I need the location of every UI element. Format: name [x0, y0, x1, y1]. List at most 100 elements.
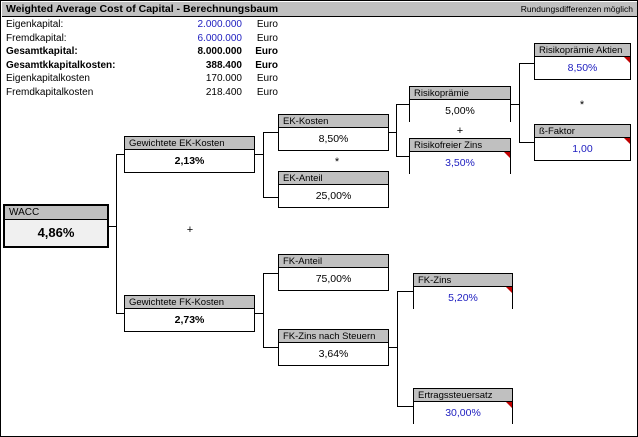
- node-fk-anteil-header: FK-Anteil: [279, 255, 388, 268]
- connector-fkzinsnst-stub: [389, 347, 398, 348]
- node-fk-zins-nach-steuern-value: 3,64%: [279, 343, 388, 365]
- node-beta-faktor-value: 1,00: [535, 138, 630, 160]
- node-gewichtete-ek-kosten-value: 2,13%: [125, 150, 254, 172]
- row-unit: Euro: [256, 19, 278, 30]
- connector-rp-to-aktien: [519, 63, 535, 64]
- row-label: Eigenkapitalkosten: [6, 73, 90, 85]
- node-ertragssteuersatz[interactable]: Ertragssteuersatz 30,00%: [413, 388, 513, 424]
- connector-gewek-trunk: [263, 132, 264, 198]
- capital-summary-list: Eigenkapital: 2.000.000 Euro Fremdkapita…: [6, 19, 286, 101]
- node-fk-zins-nach-steuern-header: FK-Zins nach Steuern: [279, 330, 388, 343]
- connector-ekkosten-to-rfz: [396, 156, 410, 157]
- comment-marker-icon: [624, 57, 630, 63]
- node-ek-anteil-value: 25,00%: [279, 185, 388, 207]
- node-wacc-value: 4,86%: [5, 220, 107, 246]
- row-label: Gesamtkapital:: [6, 46, 78, 58]
- node-risikopraemie[interactable]: Risikoprämie 5,00%: [409, 86, 511, 122]
- summary-row-eigenkapitalkosten: Eigenkapitalkosten 170.000 Euro: [6, 73, 286, 87]
- row-label: Gesamtkkapitalkosten:: [6, 59, 116, 71]
- connector-gewfk-stub: [255, 313, 264, 314]
- node-ek-kosten-header: EK-Kosten: [279, 115, 388, 128]
- operator-wacc-plus: +: [186, 224, 194, 236]
- comment-marker-icon: [624, 138, 630, 144]
- row-value: 8.000.000: [197, 46, 243, 58]
- node-gewichtete-fk-kosten-header: Gewichtete FK-Kosten: [125, 296, 254, 309]
- connector-ekkosten-trunk: [396, 104, 397, 156]
- connector-gewfk-to-fkanteil: [263, 273, 279, 274]
- node-risikopraemie-aktien-header: Risikoprämie Aktien: [535, 44, 630, 57]
- connector-rp-trunk: [519, 63, 520, 143]
- node-risikofreier-zins-value: 3,50%: [410, 152, 510, 174]
- node-risikopraemie-value: 5,00%: [410, 100, 510, 122]
- node-gewichtete-fk-kosten[interactable]: Gewichtete FK-Kosten 2,73%: [124, 295, 255, 332]
- connector-ekkosten-stub: [389, 132, 397, 133]
- node-wacc[interactable]: WACC 4,86%: [3, 204, 109, 248]
- rounding-note: Rundungsdifferenzen möglich: [520, 4, 633, 14]
- page-title: Weighted Average Cost of Capital - Berec…: [6, 3, 279, 15]
- connector-gewfk-to-fkzinsnst: [263, 347, 279, 348]
- title-bar: Weighted Average Cost of Capital - Berec…: [2, 2, 637, 17]
- node-wacc-header: WACC: [5, 206, 107, 220]
- node-risikopraemie-header: Risikoprämie: [410, 87, 510, 100]
- node-risikofreier-zins-header: Risikofreier Zins: [410, 139, 510, 152]
- row-unit: Euro: [256, 86, 278, 98]
- row-value: 170.000: [205, 73, 242, 85]
- connector-wacc-stub: [109, 226, 117, 227]
- comment-marker-icon: [506, 287, 512, 293]
- node-risikofreier-zins[interactable]: Risikofreier Zins 3,50%: [409, 138, 511, 174]
- connector-gewfk-trunk: [263, 273, 264, 348]
- summary-row-gesamtkapital: Gesamtkapital: 8.000.000 Euro: [6, 46, 286, 60]
- node-gewichtete-ek-kosten-header: Gewichtete EK-Kosten: [125, 137, 254, 150]
- node-gewichtete-fk-kosten-value: 2,73%: [125, 309, 254, 331]
- row-label: Eigenkapital:: [6, 19, 64, 30]
- comment-marker-icon: [506, 402, 512, 408]
- row-label: Fremdkapital:: [6, 32, 67, 44]
- connector-wacc-trunk: [116, 154, 117, 314]
- operator-ek-multiply: *: [334, 156, 340, 168]
- node-ek-anteil-header: EK-Anteil: [279, 172, 388, 185]
- connector-fkzinsnst-trunk: [397, 291, 398, 407]
- row-value: 2.000.000: [197, 19, 243, 30]
- connector-wacc-to-gewek: [116, 154, 125, 155]
- summary-row-fremdkapitalkosten: Fremdkapitalkosten 218.400 Euro: [6, 87, 286, 101]
- connector-gewek-to-ekkosten: [263, 132, 279, 133]
- summary-row-gesamtkapitalkosten: Gesamtkkapitalkosten: 388.400 Euro: [6, 60, 286, 74]
- connector-ekkosten-to-rp: [396, 104, 410, 105]
- node-fk-zins-header: FK-Zins: [414, 274, 512, 287]
- row-unit: Euro: [255, 46, 278, 58]
- comment-marker-icon: [504, 152, 510, 158]
- connector-gewek-stub: [255, 154, 264, 155]
- connector-rp-stub: [511, 104, 520, 105]
- node-ek-kosten-value: 8,50%: [279, 128, 388, 150]
- row-value: 218.400: [205, 86, 242, 98]
- summary-row-eigenkapital: Eigenkapital: 2.000.000 Euro: [6, 19, 286, 33]
- row-value: 388.400: [205, 59, 242, 71]
- node-gewichtete-ek-kosten[interactable]: Gewichtete EK-Kosten 2,13%: [124, 136, 255, 173]
- node-ertragssteuersatz-header: Ertragssteuersatz: [414, 389, 512, 402]
- node-fk-anteil[interactable]: FK-Anteil 75,00%: [278, 254, 389, 291]
- node-fk-zins-nach-steuern[interactable]: FK-Zins nach Steuern 3,64%: [278, 329, 389, 366]
- connector-fkzinsnst-to-fkzins: [397, 291, 414, 292]
- node-fk-zins[interactable]: FK-Zins 5,20%: [413, 273, 513, 309]
- operator-aktien-multiply: *: [579, 99, 585, 111]
- operator-rp-plus: +: [456, 125, 464, 137]
- node-ek-anteil[interactable]: EK-Anteil 25,00%: [278, 171, 389, 208]
- node-beta-faktor[interactable]: ß-Faktor 1,00: [534, 124, 631, 161]
- summary-row-fremdkapital: Fremdkapital: 6.000.000 Euro: [6, 33, 286, 47]
- node-risikopraemie-aktien[interactable]: Risikoprämie Aktien 8,50%: [534, 43, 631, 80]
- connector-fkzinsnst-to-steuer: [397, 406, 414, 407]
- node-fk-zins-value: 5,20%: [414, 287, 512, 309]
- connector-wacc-to-gewfk: [116, 313, 125, 314]
- node-ertragssteuersatz-value: 30,00%: [414, 402, 512, 424]
- connector-gewek-to-ekanteil: [263, 197, 279, 198]
- node-fk-anteil-value: 75,00%: [279, 268, 388, 290]
- node-ek-kosten[interactable]: EK-Kosten 8,50%: [278, 114, 389, 151]
- row-unit: Euro: [256, 73, 278, 85]
- row-label: Fremdkapitalkosten: [6, 86, 94, 98]
- node-risikopraemie-aktien-value: 8,50%: [535, 57, 630, 79]
- row-unit: Euro: [255, 59, 278, 71]
- row-unit: Euro: [256, 32, 278, 44]
- row-value: 6.000.000: [197, 32, 243, 44]
- connector-rp-to-beta: [519, 142, 535, 143]
